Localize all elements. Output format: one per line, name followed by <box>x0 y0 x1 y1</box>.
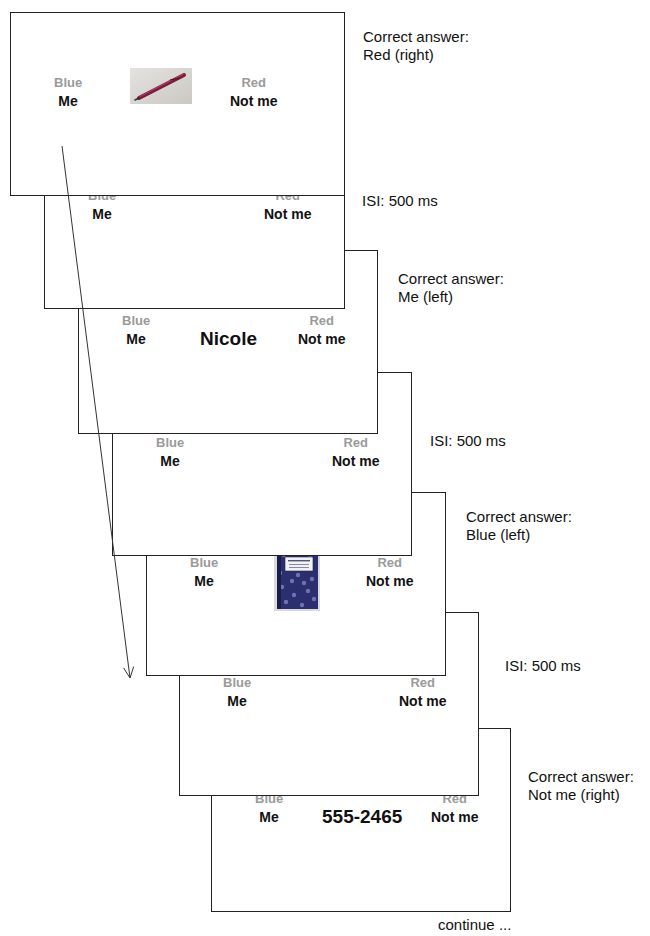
key-color-label: Red <box>332 434 379 452</box>
key-color-label: Red <box>366 554 413 572</box>
trial-annotation: Correct answer: Not me (right) <box>528 768 646 804</box>
key-category-label: Not me <box>264 205 311 223</box>
key-category-label: Me <box>190 572 218 590</box>
trial-annotation: ISI: 500 ms <box>505 657 581 675</box>
response-key: RedNot me <box>332 434 379 470</box>
notebook-photo <box>274 547 320 611</box>
stimulus-word: 555-2465 <box>322 805 402 829</box>
key-category-label: Not me <box>431 808 478 826</box>
trial-annotation: Correct answer: Me (left) <box>398 270 516 306</box>
key-category-label: Not me <box>366 572 413 590</box>
trial-annotation: ISI: 500 ms <box>430 432 506 450</box>
arrow-head <box>124 667 134 678</box>
key-category-label: Me <box>255 808 283 826</box>
key-color-label: Red <box>230 74 277 92</box>
continue-note: continue ... <box>438 916 511 934</box>
key-category-label: Me <box>54 92 82 110</box>
response-key: BlueMe <box>54 74 82 110</box>
key-category-label: Not me <box>332 452 379 470</box>
key-color-label: Blue <box>223 674 251 692</box>
pen-photo <box>130 68 192 104</box>
response-key: RedNot me <box>298 312 345 348</box>
response-key: BlueMe <box>122 312 150 348</box>
key-category-label: Me <box>122 330 150 348</box>
key-color-label: Red <box>298 312 345 330</box>
key-category-label: Me <box>156 452 184 470</box>
response-key: BlueMe <box>156 434 184 470</box>
response-key: RedNot me <box>366 554 413 590</box>
response-key: RedNot me <box>230 74 277 110</box>
trial-annotation: Correct answer: Red (right) <box>363 28 481 64</box>
response-key: BlueMe <box>223 674 251 710</box>
key-color-label: Blue <box>54 74 82 92</box>
key-category-label: Not me <box>399 692 446 710</box>
key-category-label: Not me <box>230 92 277 110</box>
trial-annotation: Correct answer: Blue (left) <box>466 508 584 544</box>
trial-annotation: ISI: 500 ms <box>362 192 438 210</box>
response-key: RedNot me <box>399 674 446 710</box>
key-category-label: Me <box>88 205 116 223</box>
trial-screen: BlueMe RedNot me <box>10 12 345 196</box>
response-key: BlueMe <box>190 554 218 590</box>
key-color-label: Blue <box>156 434 184 452</box>
key-category-label: Not me <box>298 330 345 348</box>
key-color-label: Blue <box>122 312 150 330</box>
key-color-label: Blue <box>190 554 218 572</box>
key-color-label: Red <box>399 674 446 692</box>
stimulus-word: Nicole <box>200 327 257 351</box>
key-category-label: Me <box>223 692 251 710</box>
